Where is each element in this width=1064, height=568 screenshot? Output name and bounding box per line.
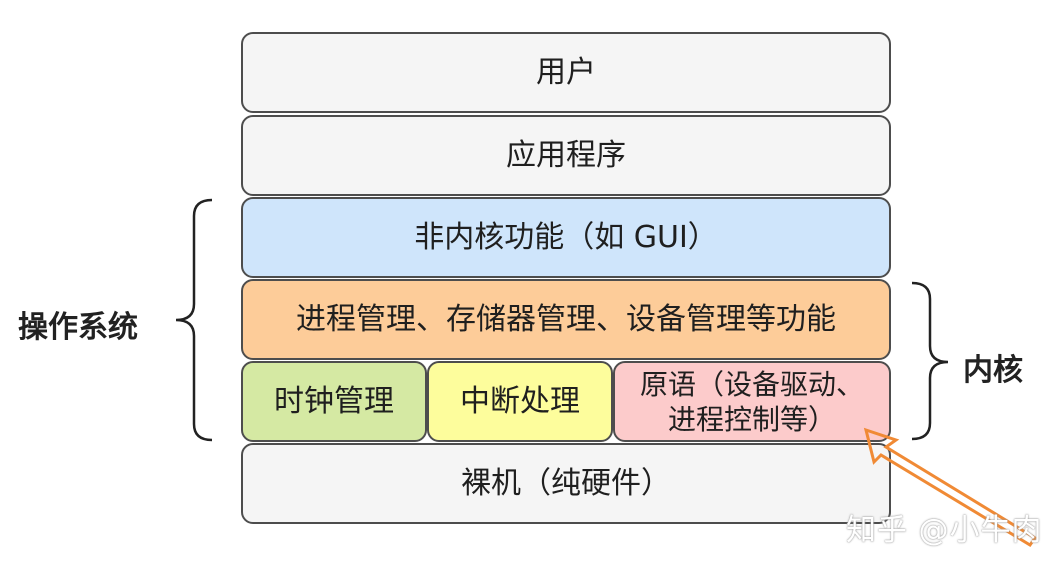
layer-process-management: 进程管理、存储器管理、设备管理等功能 (241, 279, 891, 360)
layer-interrupt-handling-label: 中断处理 (460, 383, 580, 419)
layer-user-label: 用户 (536, 54, 596, 90)
operating-system-label: 操作系统 (18, 310, 138, 345)
layer-non-kernel: 非内核功能（如 GUI） (241, 197, 891, 278)
layer-bare-machine: 裸机（纯硬件） (241, 443, 891, 524)
layer-primitives-line2: 进程控制等） (667, 402, 836, 436)
os-brace (175, 198, 213, 442)
layer-application: 应用程序 (241, 115, 891, 196)
primitive-arrow (863, 427, 1038, 548)
layer-interrupt-handling: 中断处理 (427, 361, 613, 442)
kernel-brace (911, 281, 949, 441)
layer-primitives: 原语（设备驱动、 进程控制等） (613, 361, 891, 442)
layer-application-label: 应用程序 (506, 137, 626, 173)
layer-user: 用户 (241, 32, 891, 113)
layer-non-kernel-label: 非内核功能（如 GUI） (414, 219, 718, 255)
layer-bare-machine-label: 裸机（纯硬件） (461, 465, 671, 501)
watermark: 知乎 @小牛肉 (846, 513, 1043, 548)
layer-primitives-line1: 原语（设备驱动、 (639, 367, 864, 401)
layer-clock-management: 时钟管理 (241, 361, 427, 442)
kernel-label: 内核 (963, 353, 1023, 388)
layer-clock-management-label: 时钟管理 (274, 383, 394, 419)
layer-process-management-label: 进程管理、存储器管理、设备管理等功能 (296, 301, 836, 337)
